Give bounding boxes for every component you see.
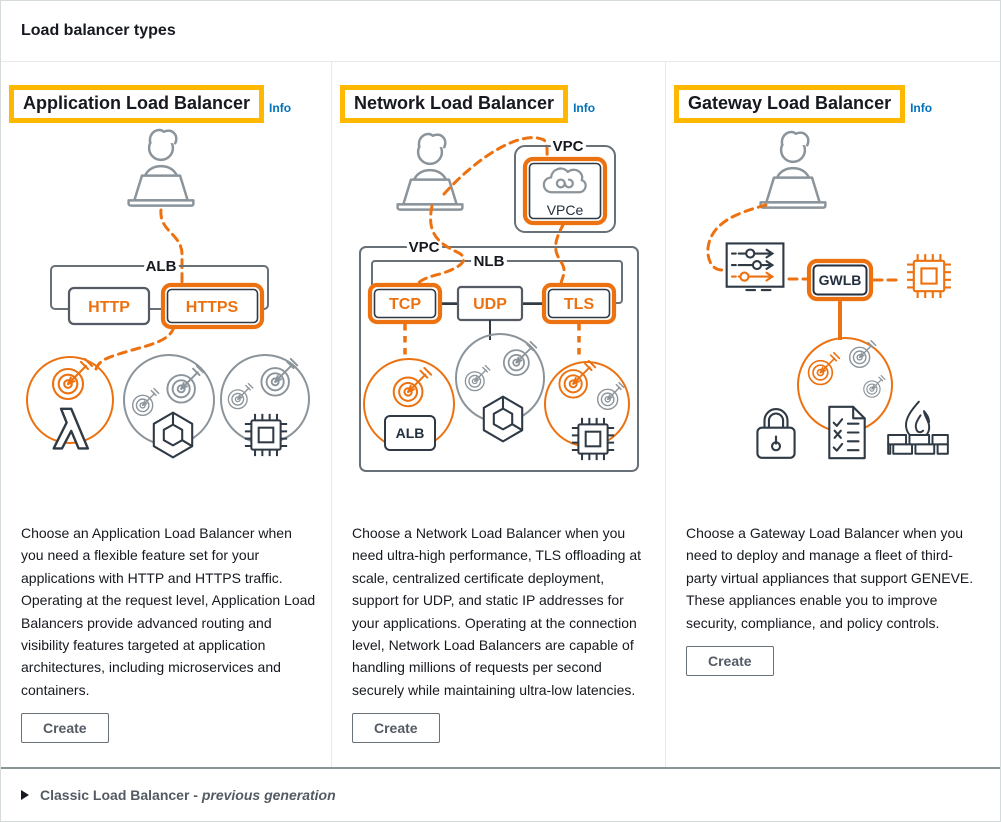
user-laptop-icon [127, 128, 195, 207]
classic-lb-label: Classic Load Balancer - previous generat… [40, 787, 336, 803]
card-network-load-balancer: Network Load Balancer Info VPC VPCe VPC [331, 62, 665, 767]
target-icon [227, 383, 254, 410]
classic-lb-label-suffix: previous generation [201, 787, 336, 803]
tcp-listener-label: TCP [389, 296, 421, 313]
http-listener-label: HTTP [88, 299, 130, 316]
create-button[interactable]: Create [352, 713, 440, 744]
target-icon [807, 352, 841, 386]
create-button[interactable]: Create [686, 646, 774, 677]
card-title: Gateway Load Balancer [688, 93, 892, 113]
route-appliance-icon [725, 242, 785, 292]
instance-chip-icon [570, 416, 616, 462]
vpc-main-label: VPC [409, 239, 440, 256]
target-icon [260, 358, 299, 397]
create-button[interactable]: Create [21, 713, 109, 744]
nlb-group-label: NLB [474, 253, 505, 270]
title-highlight-box: Gateway Load Balancer [674, 85, 906, 123]
title-highlight-box: Network Load Balancer [340, 85, 569, 123]
classic-lb-label-text: Classic Load Balancer - [40, 787, 198, 803]
udp-listener-label: UDP [473, 296, 507, 313]
card-title: Application Load Balancer [23, 93, 251, 113]
card-title: Network Load Balancer [354, 93, 555, 113]
target-icon [596, 382, 625, 411]
classic-lb-expander[interactable]: Classic Load Balancer - previous generat… [1, 767, 1000, 821]
card-columns: Application Load Balancer Info ALB HTTP … [1, 62, 1000, 767]
appliance-chip-icon [906, 253, 952, 299]
panel-header: Load balancer types [1, 1, 1000, 62]
target-icon [166, 365, 205, 404]
alb-group-label: ALB [146, 258, 177, 275]
target-icon [51, 358, 94, 401]
tls-listener-label: TLS [564, 296, 595, 313]
vpc-top-label: VPC [553, 138, 584, 155]
card-description: Choose a Network Load Balancer when you … [352, 525, 642, 698]
info-link[interactable]: Info [910, 101, 933, 115]
target-icon [464, 365, 491, 392]
card-description: Choose a Gateway Load Balancer when you … [686, 525, 974, 631]
target-icon [392, 367, 433, 408]
instance-chip-icon [243, 412, 289, 458]
expand-triangle-icon [21, 790, 29, 800]
nlb-diagram-svg: VPC VPCe VPC NLB TCP UDP [359, 132, 639, 472]
user-laptop-icon [759, 130, 827, 209]
info-link[interactable]: Info [269, 101, 292, 115]
target-icon [863, 375, 886, 398]
info-link[interactable]: Info [573, 101, 596, 115]
alb-target-label: ALB [396, 425, 425, 441]
title-highlight-box: Application Load Balancer [9, 85, 265, 123]
target-icon [848, 340, 877, 369]
compliance-checklist-icon [828, 405, 866, 460]
gwlb-diagram: GWLB [666, 128, 999, 515]
card-title-row: Application Load Balancer Info [1, 85, 331, 123]
alb-diagram: ALB HTTP HTTPS [1, 128, 331, 515]
card-gateway-load-balancer: Gateway Load Balancer Info GWLB [665, 62, 999, 767]
user-laptop-icon [396, 132, 464, 211]
gwlb-group-label: GWLB [819, 272, 862, 288]
security-lock-icon [756, 407, 796, 459]
container-hexagon-icon [482, 395, 524, 443]
nlb-diagram: VPC VPCe VPC NLB TCP UDP [332, 128, 665, 515]
container-hexagon-icon [152, 411, 194, 459]
card-description: Choose an Application Load Balancer when… [21, 525, 316, 698]
card-application-load-balancer: Application Load Balancer Info ALB HTTP … [1, 62, 331, 767]
gwlb-diagram-svg: GWLB [706, 130, 952, 460]
vpce-label: VPCe [547, 202, 584, 218]
card-title-row: Network Load Balancer Info [332, 85, 665, 123]
card-title-row: Gateway Load Balancer Info [666, 85, 999, 123]
alb-diagram-svg: ALB HTTP HTTPS [26, 128, 310, 459]
page-title: Load balancer types [21, 22, 176, 39]
firewall-icon [887, 400, 949, 455]
target-icon [131, 388, 160, 417]
target-icon [558, 360, 597, 399]
target-icon [502, 341, 538, 377]
https-listener-label: HTTPS [186, 299, 239, 316]
